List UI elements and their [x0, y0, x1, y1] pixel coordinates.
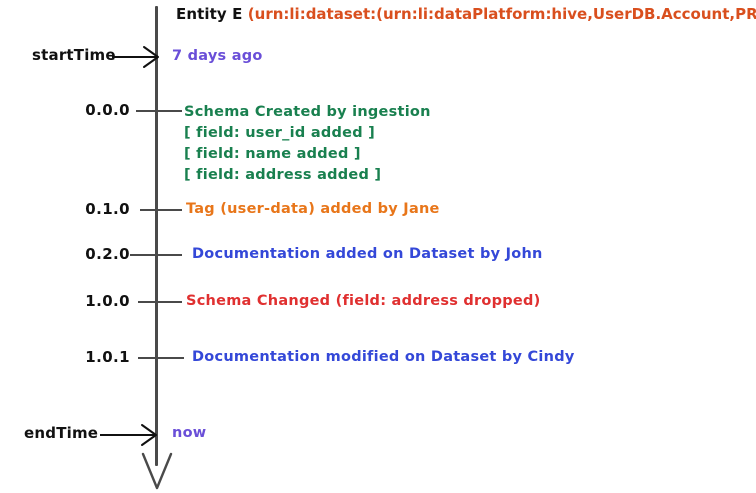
- version-label-0: 0.0.0: [85, 101, 130, 119]
- start-time-label: startTime: [32, 46, 116, 64]
- event-text-1: Tag (user-data) added by Jane: [186, 201, 440, 217]
- event-text-3: Schema Changed (field: address dropped): [186, 293, 541, 309]
- tick-mark-0: [136, 110, 182, 112]
- end-time-label: endTime: [24, 424, 99, 442]
- end-time-arrow-shaft: [100, 434, 142, 436]
- timeline-axis-arrowhead: [141, 452, 173, 490]
- start-time-value: 7 days ago: [172, 48, 263, 64]
- event-0-headline: Schema Created by ingestion: [184, 104, 431, 120]
- event-0-detail-0: [ field: user_id added ]: [184, 125, 376, 141]
- event-text-2: Documentation added on Dataset by John: [192, 246, 543, 262]
- event-text-4: Documentation modified on Dataset by Cin…: [192, 349, 575, 365]
- diagram-title: Entity E (urn:li:dataset:(urn:li:dataPla…: [176, 5, 756, 23]
- tick-mark-3: [138, 301, 182, 303]
- end-time-value: now: [172, 425, 207, 441]
- version-label-1: 0.1.0: [85, 200, 130, 218]
- event-0-detail-2: [ field: address added ]: [184, 167, 382, 183]
- version-label-3: 1.0.0: [85, 292, 130, 310]
- entity-urn: (urn:li:dataset:(urn:li:dataPlatform:hiv…: [247, 5, 756, 23]
- timeline-axis: [155, 6, 158, 466]
- end-time-arrow-icon: [126, 424, 157, 446]
- tick-mark-2: [130, 254, 182, 256]
- tick-mark-4: [138, 357, 184, 359]
- version-label-4: 1.0.1: [85, 348, 130, 366]
- start-time-arrow-shaft: [112, 56, 134, 58]
- entity-label: Entity E: [176, 5, 243, 23]
- tick-mark-1: [140, 209, 182, 211]
- version-label-2: 0.2.0: [85, 245, 130, 263]
- event-0-detail-1: [ field: name added ]: [184, 146, 361, 162]
- event-text-0: Schema Created by ingestion [ field: use…: [184, 102, 431, 186]
